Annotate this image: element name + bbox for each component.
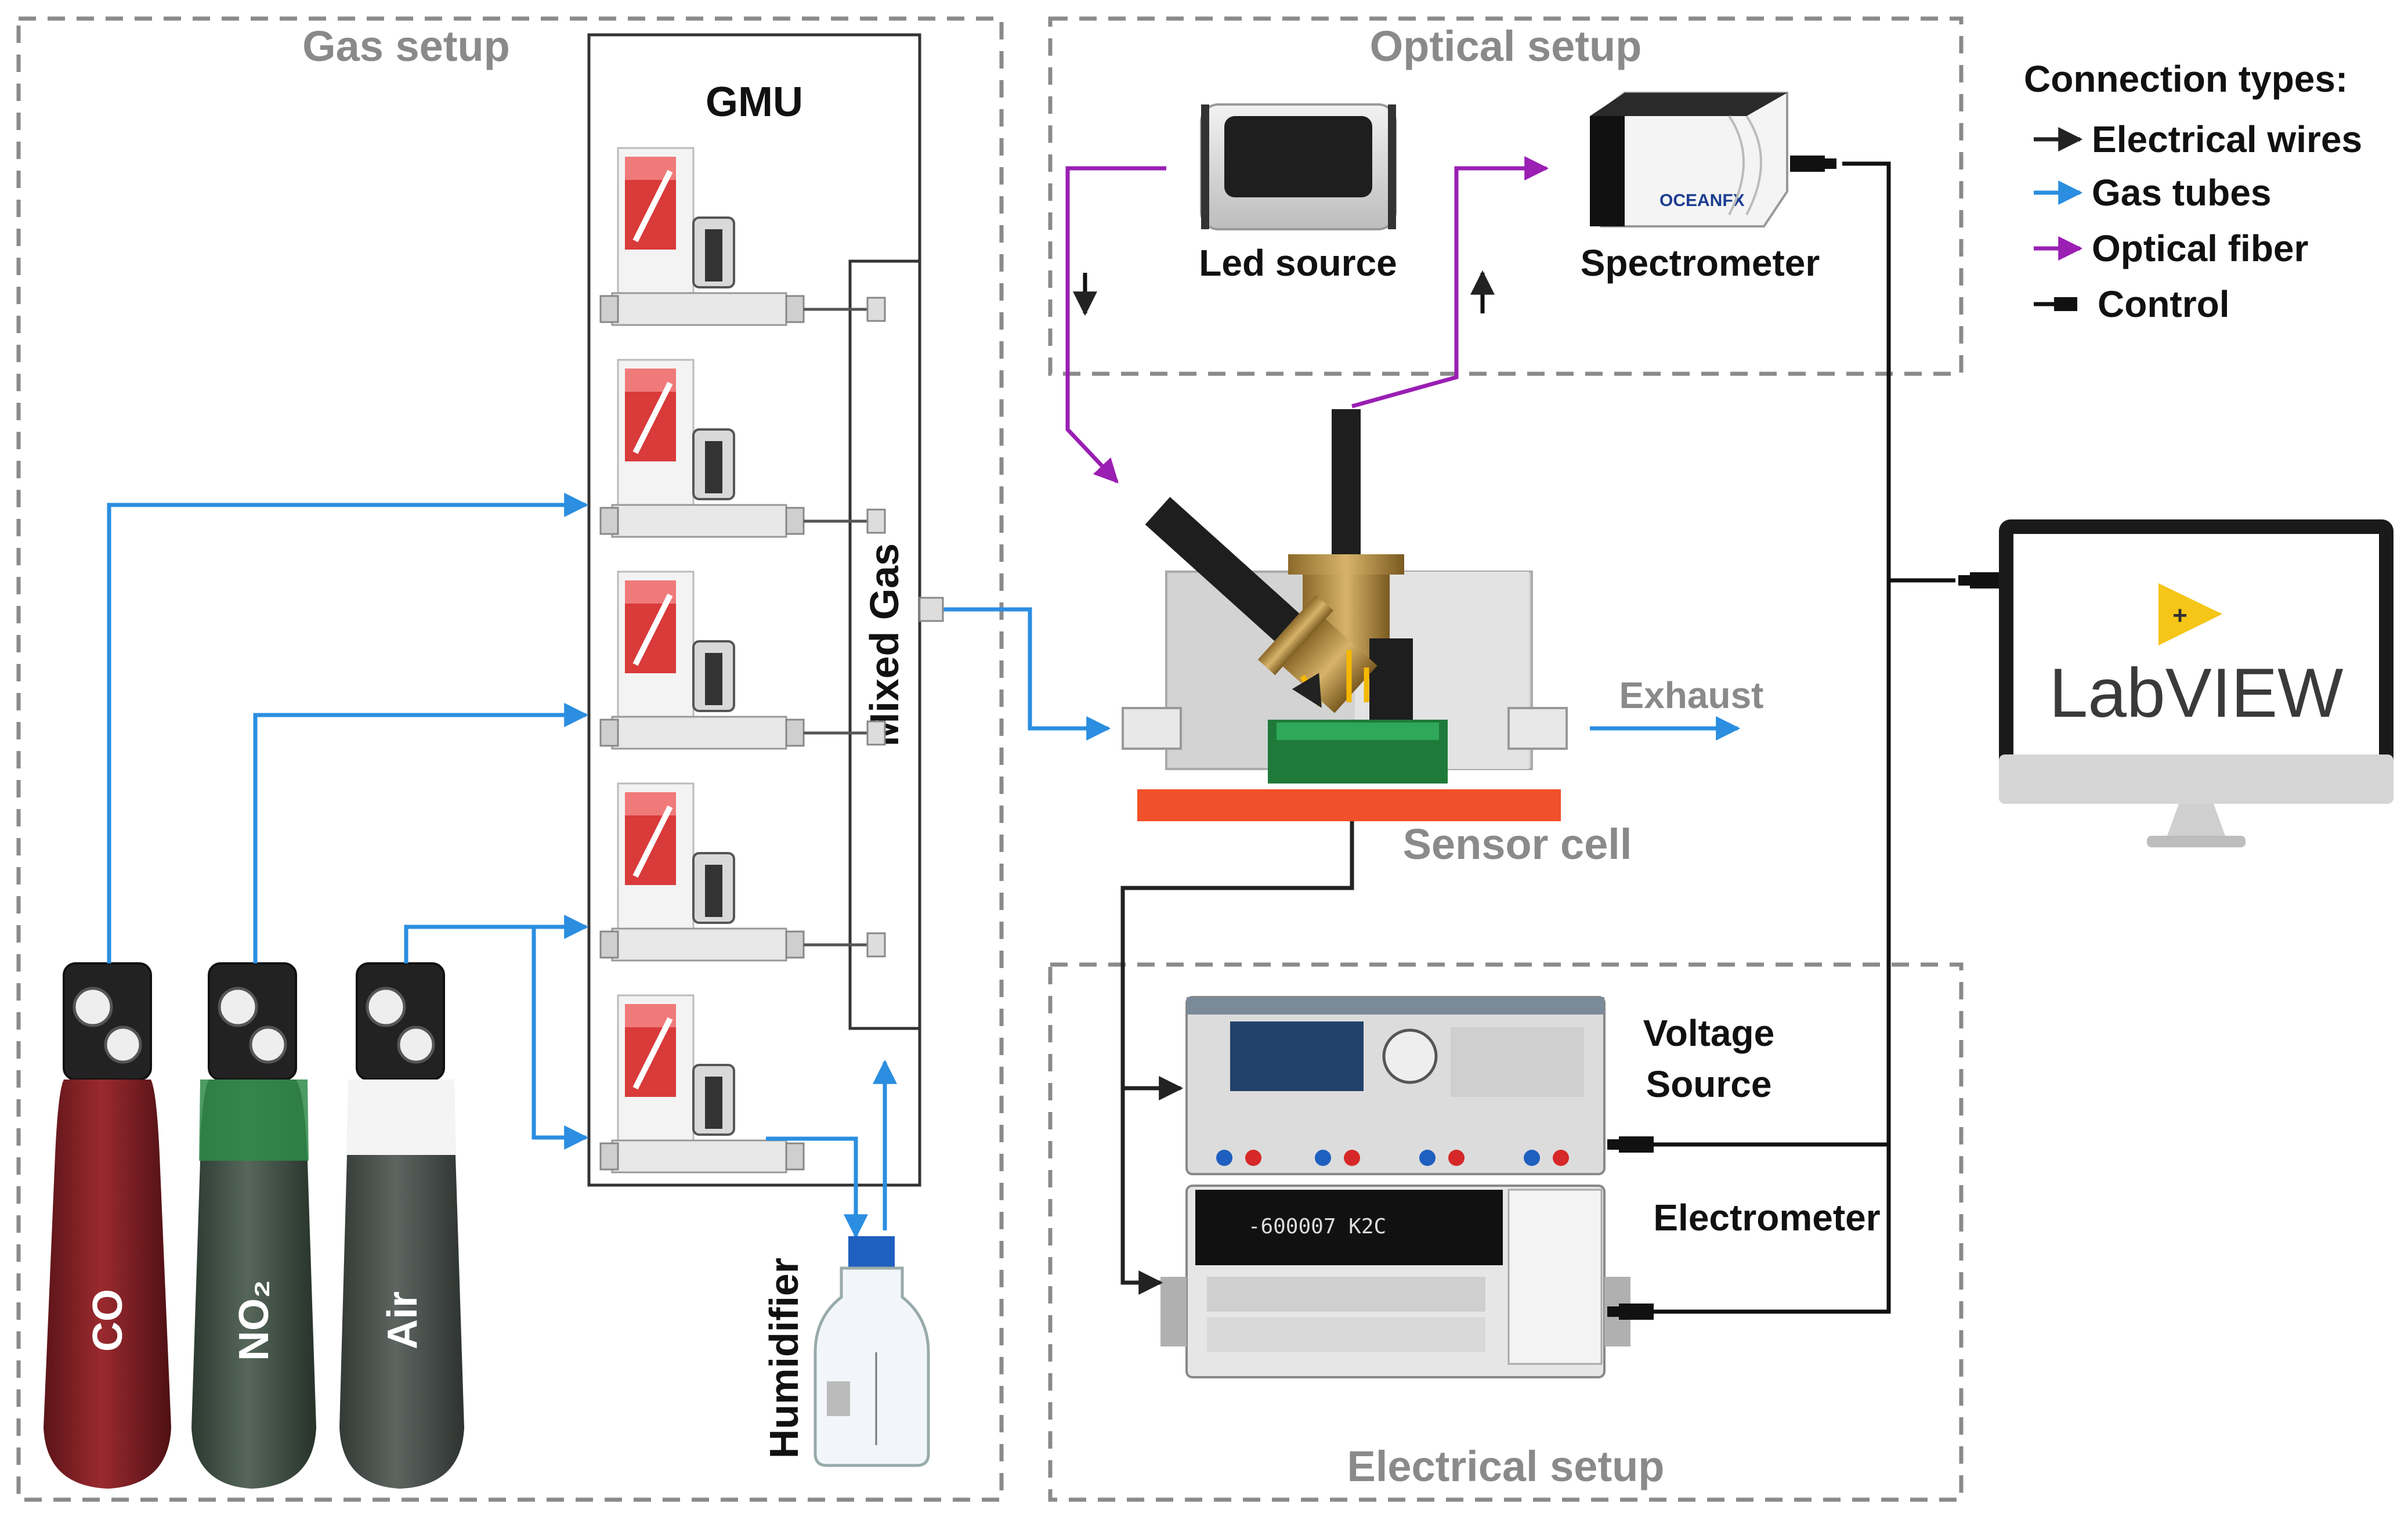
control-spectrometer: [1842, 161, 1955, 583]
gas-tube-no2: [253, 703, 589, 963]
gas-tube-to-humidifier: [766, 1136, 868, 1239]
led-source-label: Led source: [1199, 242, 1397, 284]
manifold-outlet: [919, 597, 944, 622]
heater-plate: [1137, 789, 1561, 821]
usb-plug-tip: [1825, 158, 1836, 169]
wire-cell-to-electrometer: [1120, 1088, 1163, 1295]
air-cylinder-label: Air: [379, 1291, 426, 1349]
no2-cylinder-label: NO₂: [231, 1280, 277, 1361]
usb-plug-tip: [1958, 575, 1970, 586]
no2-cylinder: NO₂: [191, 962, 316, 1489]
electrical-wires: [1120, 821, 1354, 1295]
gas-setup-border: [16, 16, 1004, 1502]
co-cylinder: CO: [44, 962, 171, 1489]
spectrometer-device: OCEANFX: [1590, 92, 1788, 228]
fiber-cell-to-spectrometer: [1351, 156, 1549, 409]
usb-plug-tip: [1607, 1139, 1619, 1150]
humidifier-bottle: [813, 1236, 930, 1467]
optical-fibers: [1065, 156, 1549, 484]
gas-setup-title: Gas setup: [302, 22, 510, 70]
legend-title: Connection types:: [2024, 58, 2348, 100]
voltage-source-device: [1185, 996, 1606, 1175]
voltage-source-label-line2: Source: [1646, 1063, 1772, 1105]
fiber-led-to-cell: [1065, 166, 1166, 484]
usb-plug-tip: [1607, 1306, 1619, 1317]
electrical-setup-border: [1048, 962, 1964, 1502]
legend-item-control: Control: [2098, 283, 2230, 325]
gas-tube-air-2: [532, 927, 589, 1150]
control-voltage-source: [1642, 580, 1891, 1147]
usb-plug-icon: [1619, 1136, 1654, 1153]
humidifier-label: Humidifier: [761, 1258, 807, 1458]
exhaust-label: Exhaust: [1619, 674, 1764, 716]
control-cables: [1642, 161, 1955, 1314]
electrometer-label: Electrometer: [1653, 1197, 1880, 1239]
electrical-setup-title: Electrical setup: [1347, 1442, 1664, 1490]
labview-plus-icon: +: [2172, 601, 2188, 630]
legend-item-electrical: Electrical wires: [2092, 118, 2362, 160]
mixed-gas-manifold: [848, 259, 921, 1030]
electrometer-device: -600007 K2C: [1160, 1185, 1630, 1378]
labview-play-icon: [2158, 583, 2222, 645]
optical-setup-title: Optical setup: [1370, 22, 1642, 70]
labview-computer: + LabVIEW: [1999, 519, 2393, 847]
gas-tube-co: [107, 493, 589, 963]
air-cylinder: Air: [339, 962, 464, 1489]
labview-wordmark: LabVIEW: [2049, 654, 2344, 732]
gas-tube-mixed-to-cell: [940, 607, 1111, 741]
optical-setup-border: [1048, 16, 1964, 376]
spectrometer-label: Spectrometer: [1581, 242, 1820, 284]
legend-item-gas: Gas tubes: [2092, 172, 2271, 214]
spectrometer-brand: OCEANFX: [1659, 191, 1745, 210]
co-cylinder-label: CO: [85, 1289, 131, 1352]
connection-legend: Connection types: Electrical wires Gas t…: [2024, 58, 2362, 325]
legend-item-optical: Optical fiber: [2092, 228, 2308, 269]
sensor-cell: [1122, 409, 1568, 821]
wire-cell-to-voltage-source: [1120, 821, 1354, 1100]
sensor-cell-label: Sensor cell: [1403, 820, 1632, 868]
mixed-gas-label: Mixed Gas: [862, 543, 907, 746]
voltage-source-label-line1: Voltage: [1643, 1012, 1774, 1054]
usb-plug-icon: [1619, 1304, 1654, 1320]
gmu-title: GMU: [706, 79, 803, 125]
legend-usb-plug-icon: [2054, 297, 2077, 311]
electrometer-display: -600007 K2C: [1248, 1215, 1386, 1239]
led-source-device: [1200, 103, 1397, 230]
gas-tubes: [107, 493, 1741, 1239]
usb-plug-icon: [1790, 156, 1825, 172]
gas-tube-air-1: [404, 915, 589, 963]
control-electrometer: [1642, 1144, 1891, 1314]
